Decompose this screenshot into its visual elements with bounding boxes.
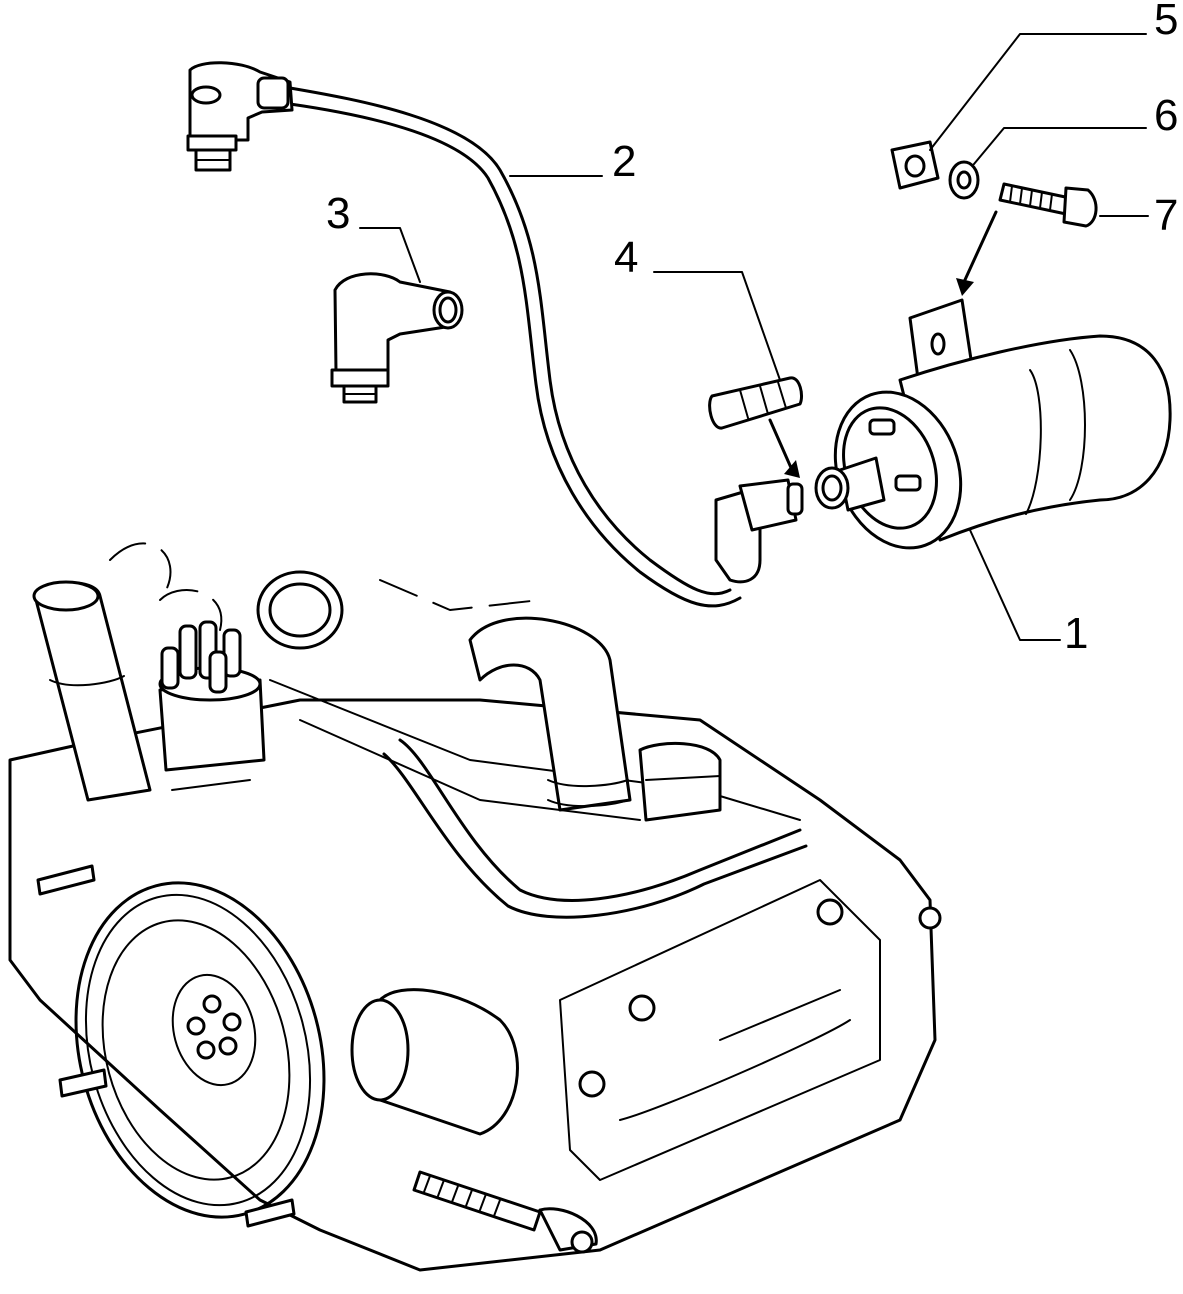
ignition-coil-part-1	[814, 298, 1172, 550]
washer-part-6	[948, 160, 980, 200]
leader-lines	[359, 33, 1149, 641]
flywheel	[74, 881, 326, 1219]
bolt-part-7	[956, 182, 1098, 296]
callout-2: 2	[612, 137, 636, 186]
ht-lead-part-2	[186, 61, 804, 608]
callout-labels: 1 2 3 4 5 6 7	[326, 0, 1178, 658]
callout-1: 1	[1064, 609, 1088, 658]
elbow-cap-part-3	[330, 272, 464, 404]
connector-part-4	[708, 376, 804, 478]
square-nut-part-5	[890, 140, 940, 190]
starter-motor	[350, 988, 519, 1136]
callout-5: 5	[1154, 0, 1178, 44]
callout-7: 7	[1154, 191, 1178, 240]
callout-6: 6	[1154, 91, 1178, 140]
distributor	[158, 620, 266, 791]
callout-3: 3	[326, 189, 350, 238]
callout-4: 4	[614, 233, 638, 282]
lead-top-elbow-cap	[186, 61, 294, 172]
engine-assembly	[8, 542, 942, 1272]
lead-lower-elbow-cap	[714, 478, 804, 584]
